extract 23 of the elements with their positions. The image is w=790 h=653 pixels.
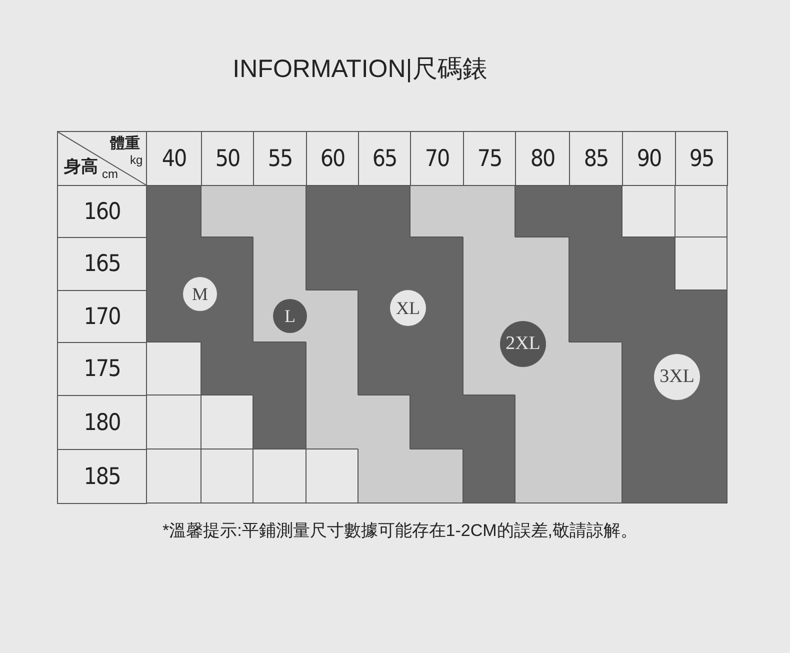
unit-label: cm bbox=[102, 168, 118, 180]
weight-header: 90 bbox=[622, 131, 676, 186]
weight-header: 75 bbox=[463, 131, 516, 186]
weight-header: 55 bbox=[253, 131, 307, 186]
weight-header: 40 bbox=[146, 131, 202, 186]
height-header: 185 bbox=[57, 449, 147, 504]
weight-header: 60 bbox=[306, 131, 359, 186]
height-header: 165 bbox=[57, 237, 147, 291]
footnote: *溫馨提示:平鋪測量尺寸數據可能存在1-2CM的誤差,敬請諒解。 bbox=[161, 520, 639, 542]
weight-header: 65 bbox=[358, 131, 411, 186]
height-header: 180 bbox=[57, 395, 147, 450]
weight-header: 95 bbox=[675, 131, 728, 186]
height-label: 身高 bbox=[64, 158, 98, 175]
weight-header: 50 bbox=[201, 131, 254, 186]
weight-label: 體重 bbox=[110, 136, 140, 151]
height-header: 160 bbox=[57, 185, 147, 238]
unit-label: kg bbox=[130, 154, 143, 166]
weight-header: 80 bbox=[515, 131, 570, 186]
weight-header: 85 bbox=[569, 131, 623, 186]
weight-header: 70 bbox=[410, 131, 464, 186]
height-header: 175 bbox=[57, 342, 147, 396]
height-header: 170 bbox=[57, 290, 147, 343]
chart-title: INFORMATION|尺碼錶 bbox=[232, 54, 488, 85]
